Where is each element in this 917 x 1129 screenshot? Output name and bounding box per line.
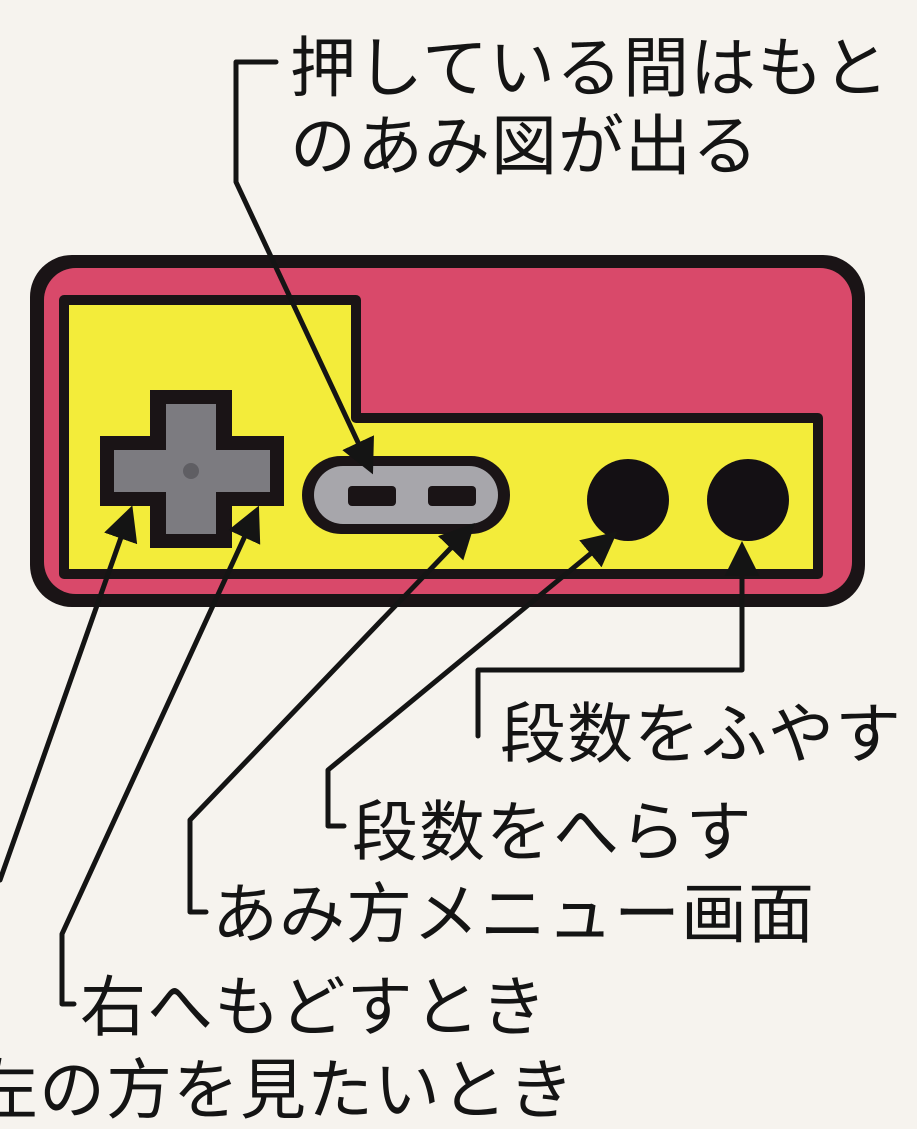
leader-select xyxy=(233,59,374,475)
dpad-icon xyxy=(100,390,284,548)
leader-a xyxy=(475,541,760,739)
annotation-decrease-rows: 段数をへらす xyxy=(352,794,753,871)
annotation-increase-rows: 段数をふやす xyxy=(500,696,902,773)
select-start-oval-icon xyxy=(302,456,510,534)
leader-left xyxy=(0,505,138,883)
annotation-move-right: 右へもどすとき xyxy=(80,969,548,1046)
a-button-icon xyxy=(707,459,789,541)
b-button-icon xyxy=(587,459,669,541)
select-button xyxy=(348,486,396,506)
leader-right xyxy=(59,505,261,1007)
leader-start xyxy=(187,522,475,915)
annotation-select-hold: 押している間はもとのあみ図が出る xyxy=(290,30,890,185)
annotation-menu-screen: あみ方メニュー画面 xyxy=(212,876,815,953)
leader-b xyxy=(325,531,618,829)
start-button xyxy=(428,486,476,506)
annotation-look-left: 左の方を見たいとき xyxy=(0,1052,575,1129)
